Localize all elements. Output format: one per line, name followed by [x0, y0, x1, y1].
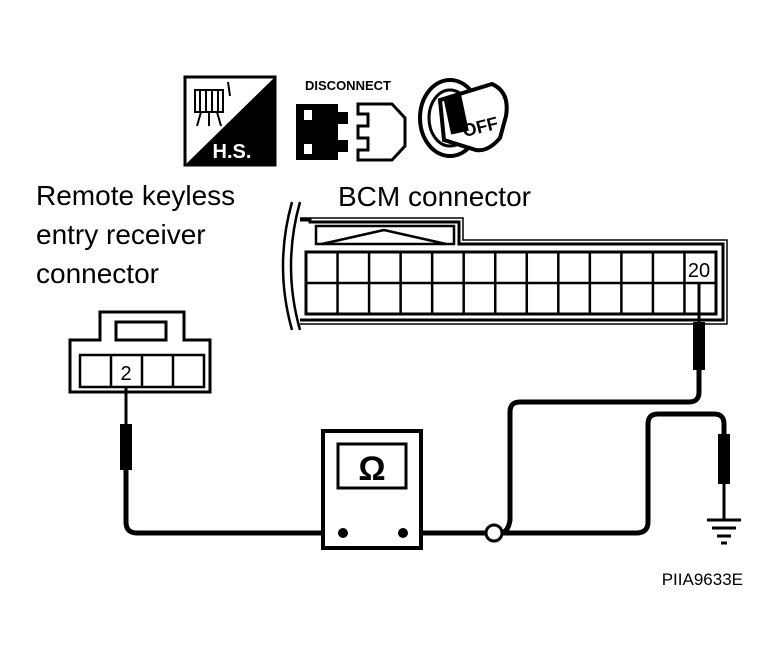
wire-junction [484, 523, 504, 543]
disconnect-icon: DISCONNECT [296, 78, 407, 162]
hs-label: H.S. [213, 141, 252, 163]
ohmmeter [321, 429, 423, 550]
ohm-symbol: Ω [358, 450, 385, 488]
receiver-label-line1: Remote keyless [36, 180, 235, 211]
receiver-connector [68, 310, 212, 394]
left-probe [120, 386, 132, 470]
bcm-connector [281, 201, 728, 331]
bcm-connector-label: BCM connector [338, 181, 531, 212]
ohmmeter-terminal-right [398, 528, 408, 538]
ignition-off-icon: OFF [418, 78, 509, 158]
disconnect-label: DISCONNECT [305, 78, 391, 93]
test-leads [123, 370, 727, 536]
ohmmeter-terminal-left [338, 528, 348, 538]
right-probe [693, 282, 705, 370]
bcm-terminal-number: 20 [688, 260, 710, 282]
ground-probe [718, 434, 730, 520]
harness-side-icon: H.S. [183, 75, 277, 167]
receiver-terminal-number: 2 [120, 363, 131, 385]
ground-icon [707, 518, 741, 545]
receiver-label-line3: connector [36, 258, 159, 289]
bcm-terminal-grid [336, 252, 686, 314]
receiver-label-line2: entry receiver [36, 219, 206, 250]
figure-id: PIIA9633E [662, 570, 743, 589]
